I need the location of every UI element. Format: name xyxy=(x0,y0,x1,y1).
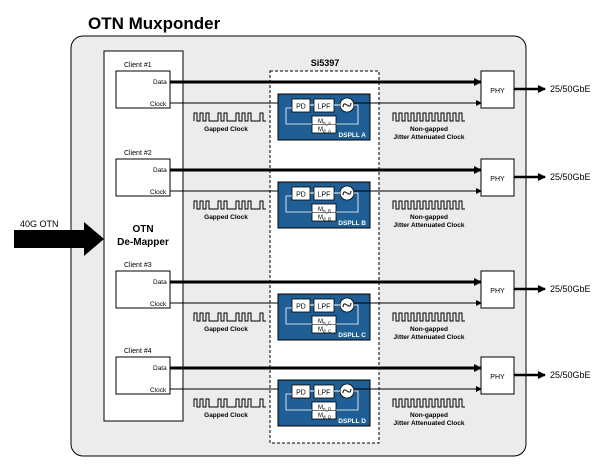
clock-label: Clock xyxy=(150,301,167,308)
data-label: Data xyxy=(153,79,167,86)
phy-label: PHY xyxy=(490,288,505,295)
output-label: 25/50GbE xyxy=(550,172,591,182)
mn-label: Mn_C xyxy=(318,319,332,326)
nongapped-label-line1: Non-gapped xyxy=(410,326,448,333)
nongapped-clock-waveform xyxy=(392,200,465,210)
lpf-label: LPF xyxy=(318,104,331,111)
md-label: Md_D xyxy=(318,413,332,420)
nongapped-label-line2: Jitter Attenuated Clock xyxy=(394,134,465,141)
client-label: Client #1 xyxy=(124,62,152,69)
phy-box xyxy=(480,356,515,395)
phy-box xyxy=(480,270,515,309)
gapped-clock-label: Gapped Clock xyxy=(204,412,248,419)
client-label: Client #4 xyxy=(124,348,152,355)
mn-label: Mn_B xyxy=(318,207,331,214)
gapped-clock-waveform xyxy=(193,398,266,408)
client-box xyxy=(115,158,171,197)
diagram-title: OTN Muxponder xyxy=(88,14,221,33)
phy-box xyxy=(480,70,515,109)
feedback-left xyxy=(285,307,312,325)
client-box xyxy=(115,356,171,395)
pd-label: PD xyxy=(296,192,306,199)
clock-label: Clock xyxy=(150,101,167,108)
feedback-left xyxy=(285,107,312,125)
md-label: Md_C xyxy=(318,327,332,334)
vco-sine-icon xyxy=(342,302,352,308)
lpf-label: LPF xyxy=(318,304,331,311)
dspll-label: DSPLL C xyxy=(338,332,366,339)
vco-sine-icon xyxy=(342,388,352,394)
md-label: Md_B xyxy=(318,215,331,222)
dspll-label: DSPLL B xyxy=(338,220,366,227)
nongapped-label-line2: Jitter Attenuated Clock xyxy=(394,334,465,341)
nongapped-label-line1: Non-gapped xyxy=(410,412,448,419)
lpf-label: LPF xyxy=(318,192,331,199)
phy-label: PHY xyxy=(490,176,505,183)
pd-label: PD xyxy=(296,104,306,111)
client-label: Client #2 xyxy=(124,150,152,157)
client-box xyxy=(115,70,171,109)
demapper-label-line1: OTN xyxy=(132,224,153,235)
phy-label: PHY xyxy=(490,374,505,381)
clock-label: Clock xyxy=(150,387,167,394)
feedback-left xyxy=(285,393,312,411)
gapped-clock-label: Gapped Clock xyxy=(204,126,248,133)
input-arrow xyxy=(14,222,104,256)
feedback-right xyxy=(336,390,359,411)
nongapped-label-line1: Non-gapped xyxy=(410,126,448,133)
client-box xyxy=(115,270,171,309)
dspll-label: DSPLL D xyxy=(338,418,366,425)
output-label: 25/50GbE xyxy=(550,84,591,94)
vco-sine-icon xyxy=(342,190,352,196)
gapped-clock-waveform xyxy=(193,200,266,210)
gapped-clock-waveform xyxy=(193,112,266,122)
lpf-label: LPF xyxy=(318,390,331,397)
nongapped-label-line1: Non-gapped xyxy=(410,214,448,221)
nongapped-clock-waveform xyxy=(392,112,465,122)
md-label: Md_A xyxy=(318,127,331,134)
feedback-right xyxy=(336,192,359,213)
output-label: 25/50GbE xyxy=(550,370,591,380)
data-label: Data xyxy=(153,167,167,174)
data-label: Data xyxy=(153,365,167,372)
pd-label: PD xyxy=(296,304,306,311)
clock-label: Clock xyxy=(150,189,167,196)
gapped-clock-label: Gapped Clock xyxy=(204,326,248,333)
dspll-label: DSPLL A xyxy=(339,132,367,139)
nongapped-clock-waveform xyxy=(392,312,465,322)
feedback-right xyxy=(336,304,359,325)
output-label: 25/50GbE xyxy=(550,284,591,294)
demapper-label-line2: De-Mapper xyxy=(117,237,169,248)
gapped-clock-waveform xyxy=(193,312,266,322)
vco-sine-icon xyxy=(342,102,352,108)
pd-label: PD xyxy=(296,390,306,397)
feedback-right xyxy=(336,104,359,125)
mn-label: Mn_D xyxy=(318,405,332,412)
nongapped-clock-waveform xyxy=(392,398,465,408)
phy-box xyxy=(480,158,515,197)
gapped-clock-label: Gapped Clock xyxy=(204,214,248,221)
phy-label: PHY xyxy=(490,88,505,95)
input-label: 40G OTN xyxy=(20,219,59,229)
nongapped-label-line2: Jitter Attenuated Clock xyxy=(394,420,465,427)
nongapped-label-line2: Jitter Attenuated Clock xyxy=(394,222,465,229)
client-label: Client #3 xyxy=(124,262,152,269)
feedback-left xyxy=(285,195,312,213)
mn-label: Mn_A xyxy=(318,119,331,126)
data-label: Data xyxy=(153,279,167,286)
chip-label: Si5397 xyxy=(311,58,340,68)
